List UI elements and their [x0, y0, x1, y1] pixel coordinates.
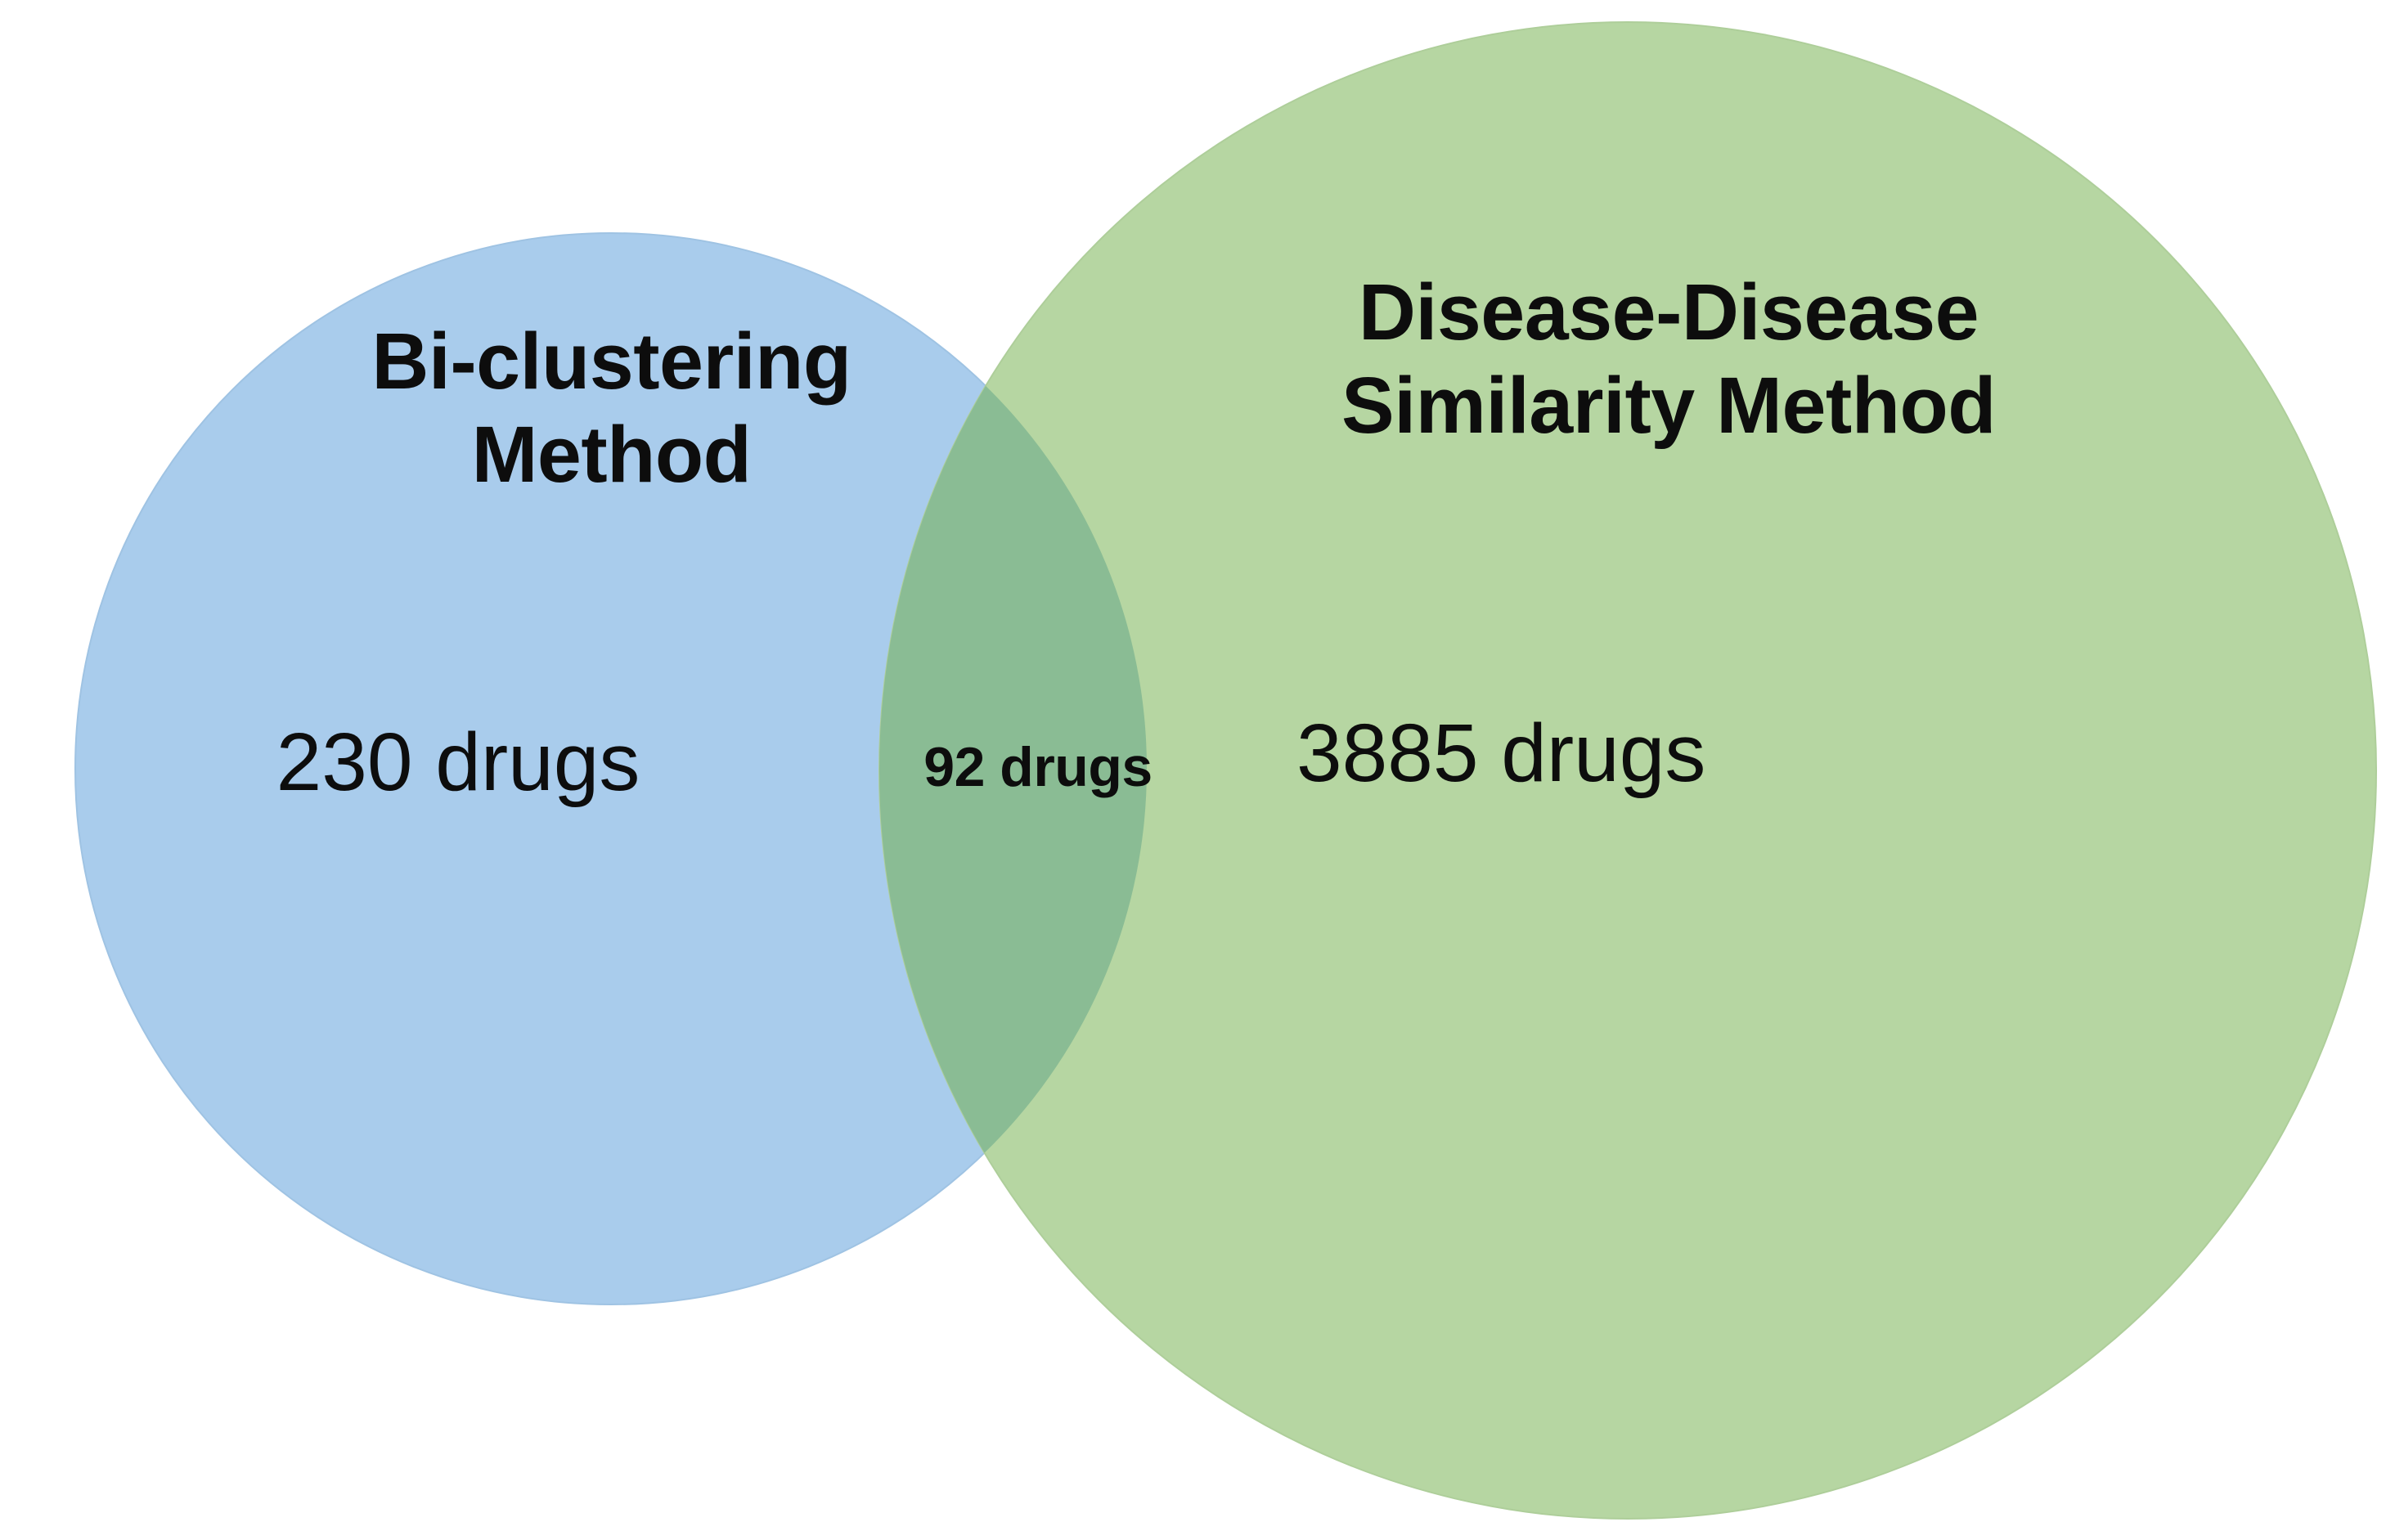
intersection-count: 92 drugs	[923, 736, 1153, 798]
right-set-count: 3885 drugs	[1296, 707, 1706, 799]
left-set-count: 230 drugs	[276, 716, 640, 808]
right-set-title: Disease-Disease Similarity Method	[1341, 267, 1996, 451]
left-set-title: Bi-clustering Method	[371, 317, 852, 500]
